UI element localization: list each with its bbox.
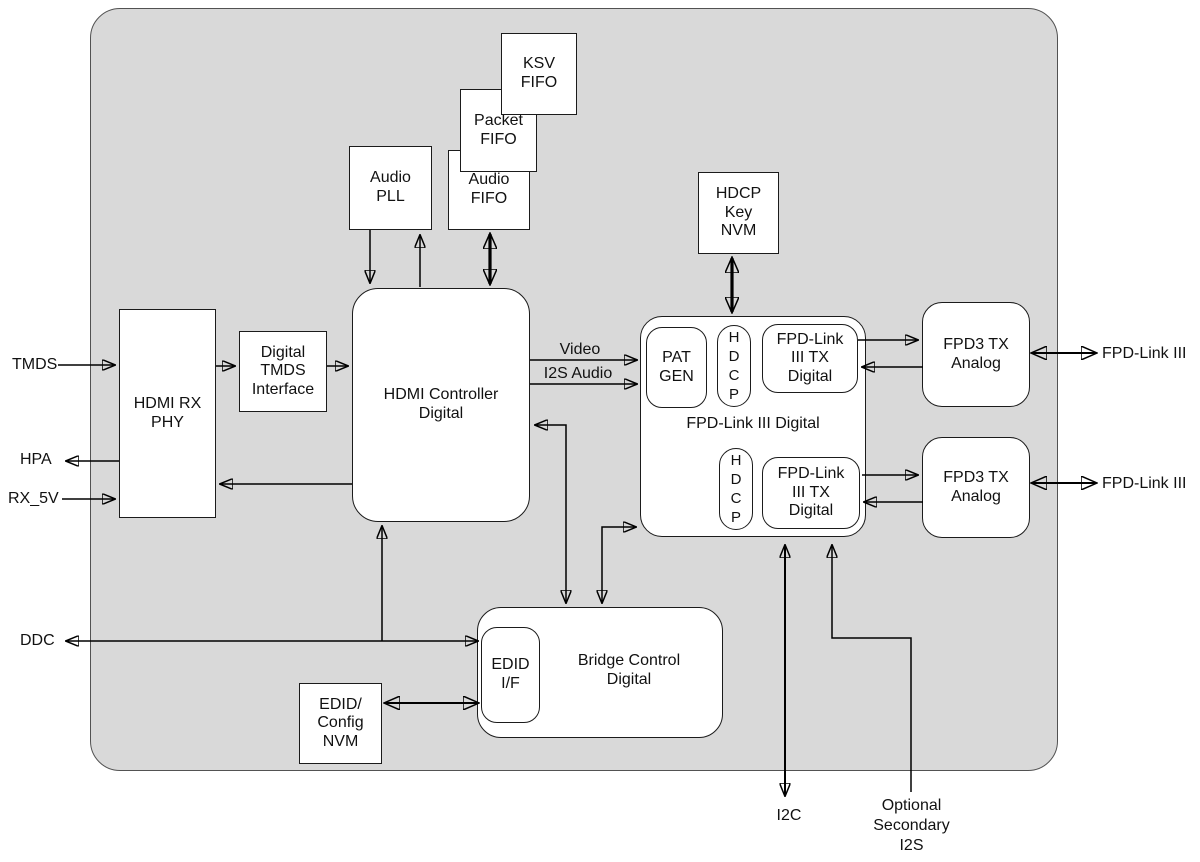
fpd-link-tx-digital-block-top: FPD-Link III TX Digital xyxy=(762,324,858,393)
fpd3-tx-analog-block-bottom: FPD3 TX Analog xyxy=(922,437,1030,538)
hdcp-block-bottom: H D C P xyxy=(719,448,753,530)
hdcp-block-top: H D C P xyxy=(717,325,751,407)
hdmi-rx-phy-block: HDMI RX PHY xyxy=(119,309,216,518)
fpd-link-digital-label: FPD-Link III Digital xyxy=(686,415,820,432)
hpa-signal-label: HPA xyxy=(20,451,52,468)
bridge-control-label: Bridge Control Digital xyxy=(577,652,681,688)
edid-if-block: EDID I/F xyxy=(481,627,540,723)
optional-secondary-i2s-label: Optional Secondary I2S xyxy=(873,797,950,854)
hdmi-controller-block: HDMI Controller Digital xyxy=(352,288,530,522)
fpd-link-iii-signal-label-bottom: FPD-Link III xyxy=(1102,475,1187,492)
ddc-signal-label: DDC xyxy=(20,632,55,649)
tmds-signal-label: TMDS xyxy=(12,356,58,373)
edid-config-nvm-block: EDID/ Config NVM xyxy=(299,683,382,764)
rx5v-signal-label: RX_5V xyxy=(8,490,59,507)
fpd3-tx-analog-block-top: FPD3 TX Analog xyxy=(922,302,1030,407)
audio-pll-block: Audio PLL xyxy=(349,146,432,230)
pat-gen-block: PAT GEN xyxy=(646,327,707,408)
video-bus-label: Video xyxy=(559,341,601,358)
i2s-audio-bus-label: I2S Audio xyxy=(543,365,613,382)
i2c-signal-label: I2C xyxy=(776,807,802,824)
ksv-fifo-block: KSV FIFO xyxy=(501,33,577,115)
fpd-link-iii-signal-label-top: FPD-Link III xyxy=(1102,345,1187,362)
digital-tmds-interface-block: Digital TMDS Interface xyxy=(239,331,327,412)
hdcp-key-nvm-block: HDCP Key NVM xyxy=(698,172,779,254)
fpd-link-tx-digital-block-bottom: FPD-Link III TX Digital xyxy=(762,457,860,529)
